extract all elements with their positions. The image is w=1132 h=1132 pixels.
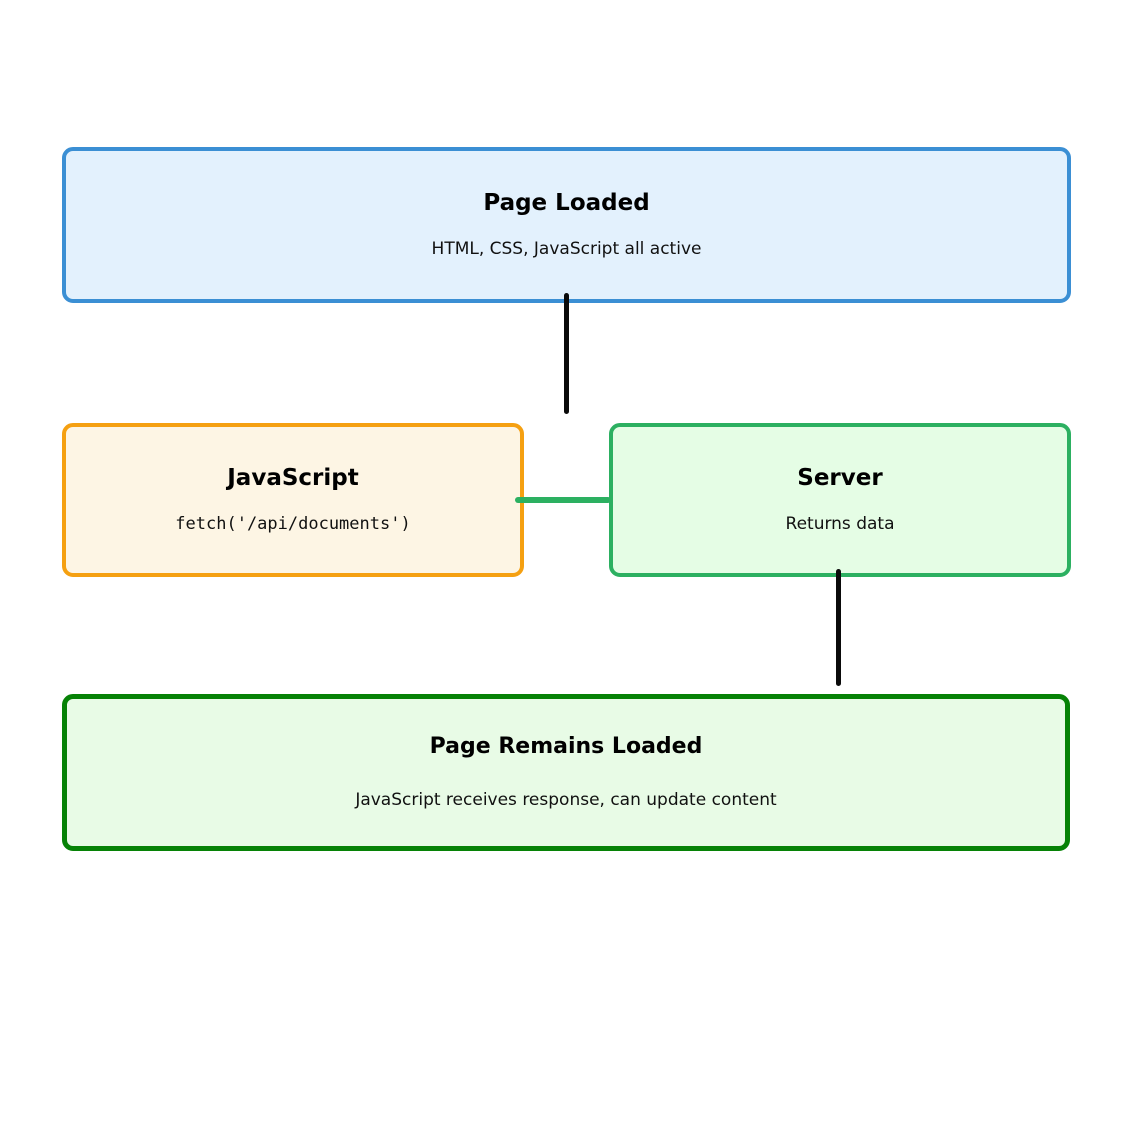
node-server-title: Server [797,465,883,491]
connector-javascript-to-server [515,497,611,503]
node-server-subtitle: Returns data [785,514,895,535]
node-server[interactable]: Server Returns data [609,423,1071,577]
node-page-loaded[interactable]: Page Loaded HTML, CSS, JavaScript all ac… [62,147,1071,303]
node-javascript-title: JavaScript [227,465,359,491]
node-page-remains-loaded-title: Page Remains Loaded [429,734,703,760]
node-page-remains-loaded-subtitle: JavaScript receives response, can update… [355,790,777,811]
node-page-loaded-title: Page Loaded [483,190,650,216]
node-javascript-code: fetch('/api/documents') [175,514,411,535]
node-javascript[interactable]: JavaScript fetch('/api/documents') [62,423,524,577]
connector-server-to-page-remains-loaded [836,569,841,686]
connector-page-loaded-to-javascript [564,293,569,414]
node-page-remains-loaded[interactable]: Page Remains Loaded JavaScript receives … [62,694,1070,851]
node-page-loaded-subtitle: HTML, CSS, JavaScript all active [431,239,702,260]
